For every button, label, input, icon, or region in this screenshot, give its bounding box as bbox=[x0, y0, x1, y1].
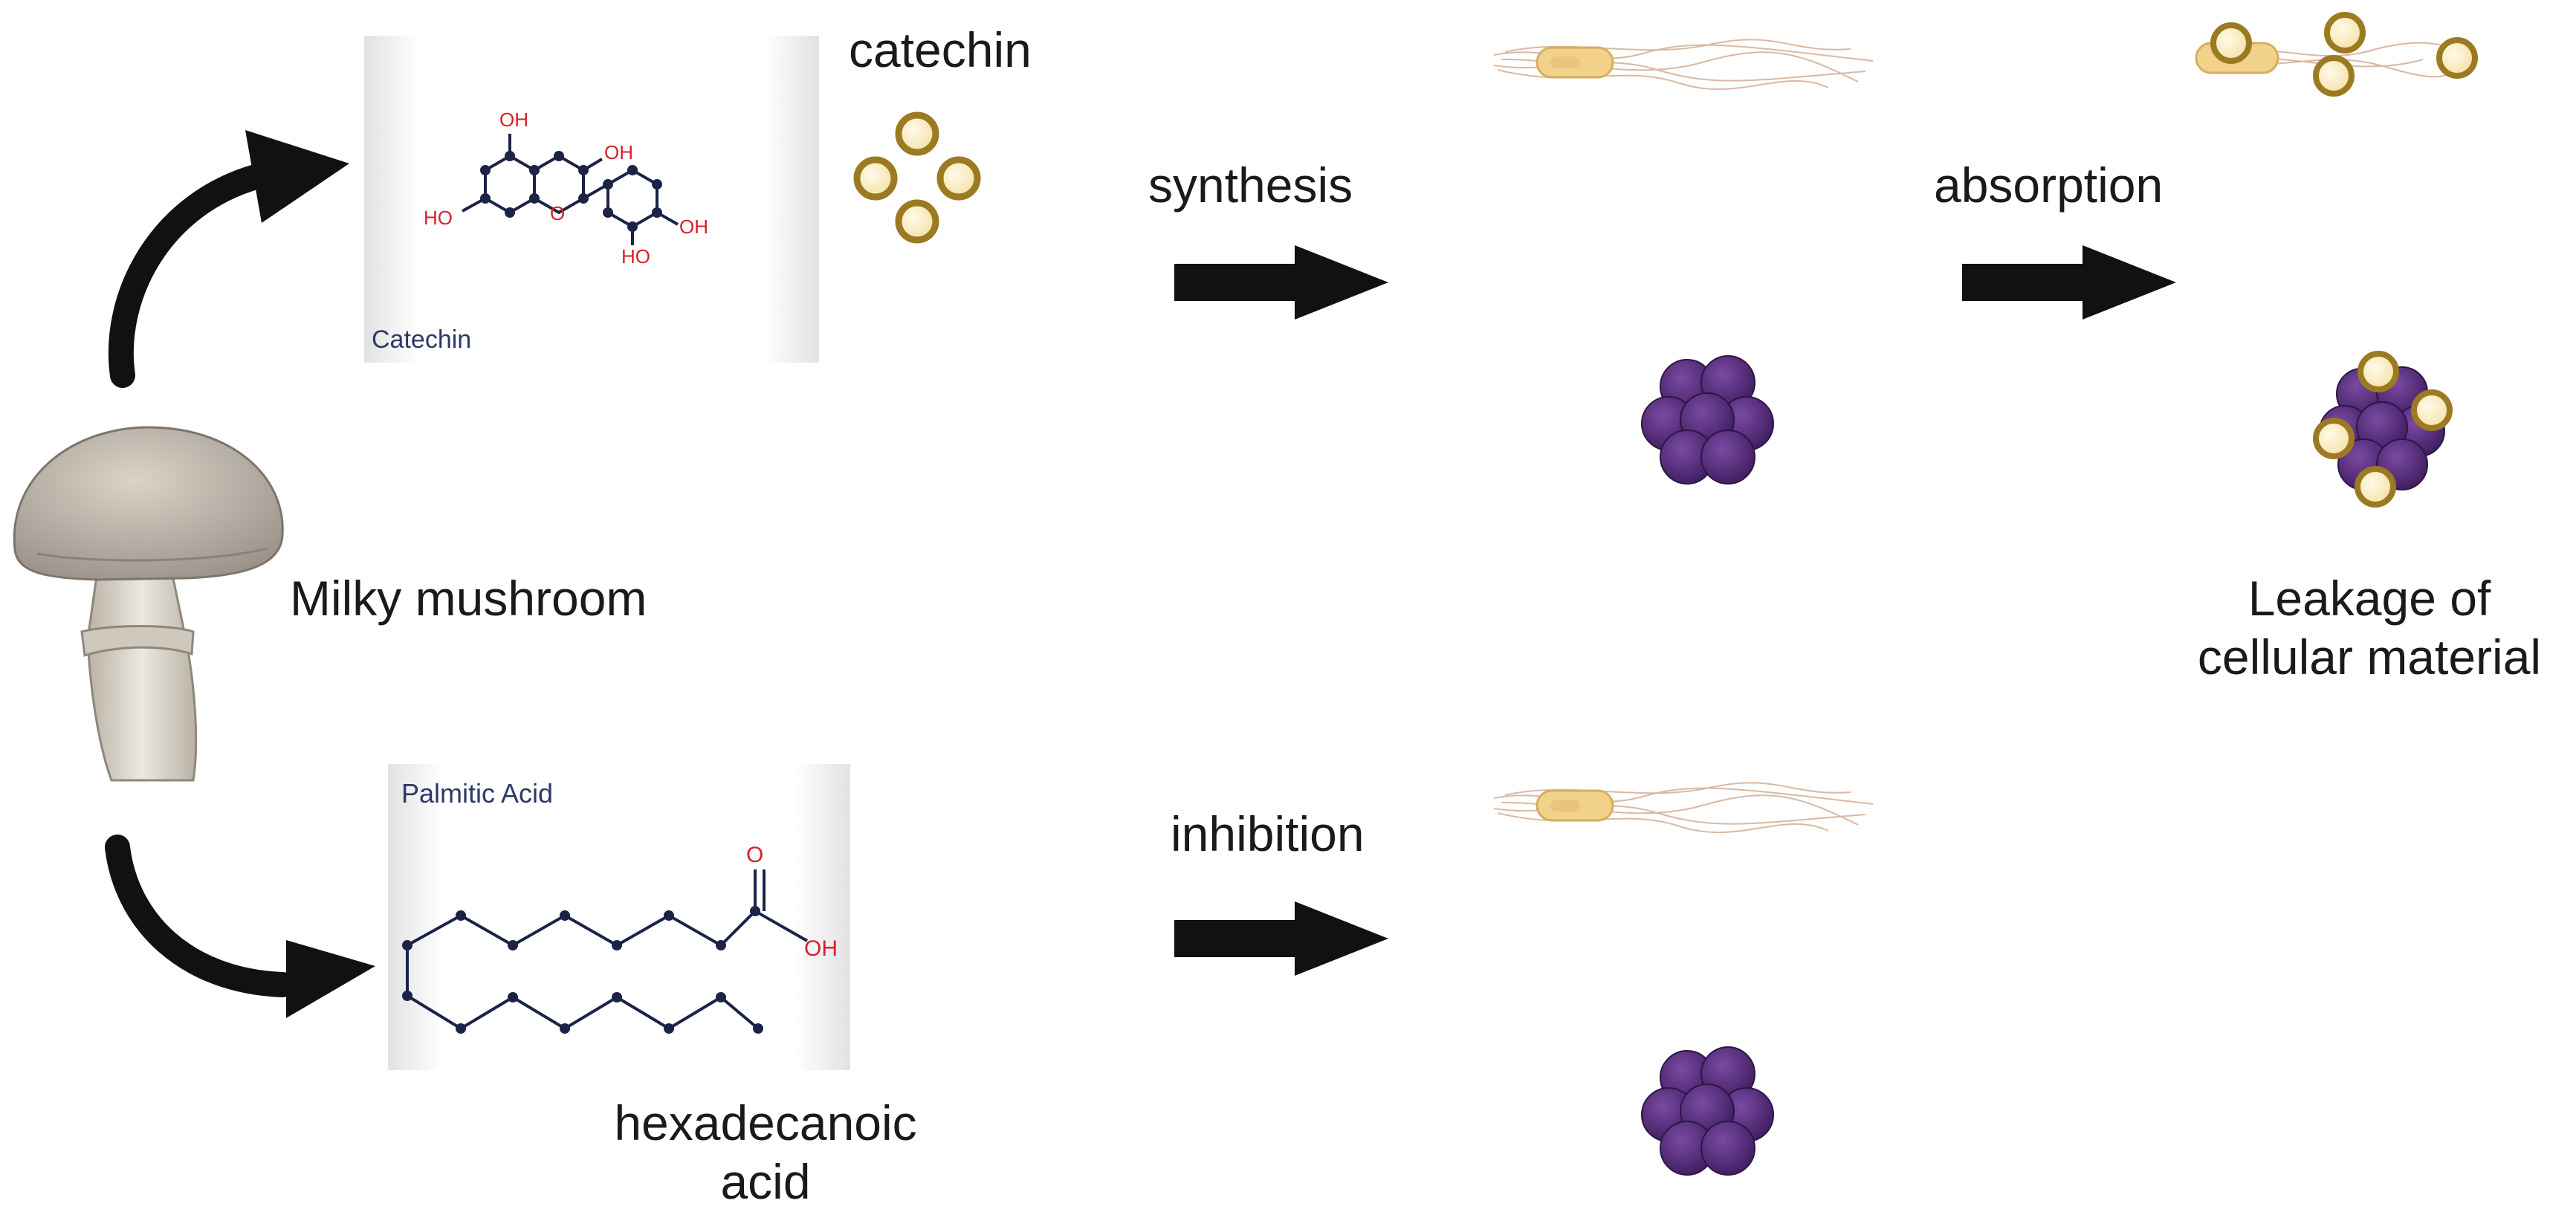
catechin-atom-oh-ring: OH bbox=[679, 216, 708, 238]
leakage-line2: cellular material bbox=[2197, 629, 2542, 685]
catechin-particle-icon bbox=[2313, 418, 2355, 459]
curved-arrow-up bbox=[108, 130, 349, 388]
mushroom-label: Milky mushroom bbox=[290, 571, 647, 626]
catechin-particle-icon bbox=[895, 111, 939, 156]
mushroom-icon bbox=[13, 426, 284, 782]
hexadecanoic-line2: acid bbox=[720, 1154, 811, 1210]
inhibition-label: inhibition bbox=[1171, 806, 1365, 861]
curved-arrow-down bbox=[105, 835, 375, 1018]
leakage-label: Leakage of cellular material bbox=[2176, 569, 2563, 687]
hexadecanoic-acid-label: hexadecanoic acid bbox=[572, 1094, 959, 1211]
catechin-particle-group bbox=[853, 111, 981, 244]
catechin-atom-o: O bbox=[550, 202, 565, 224]
catechin-structure-name: Catechin bbox=[372, 325, 471, 354]
catechin-particle-icon bbox=[2436, 37, 2478, 79]
attached-catechin-particles bbox=[2210, 12, 2478, 97]
catechin-particle-icon bbox=[936, 156, 981, 201]
attached-catechin-particles bbox=[2313, 351, 2453, 508]
absorption-arrow bbox=[1962, 245, 2176, 320]
hexadecanoic-line1: hexadecanoic bbox=[614, 1095, 917, 1150]
catechin-particle-icon bbox=[2355, 466, 2396, 508]
leakage-line1: Leakage of bbox=[2247, 571, 2491, 626]
cocci-cluster-icon bbox=[1641, 355, 1774, 485]
catechin-label: catechin bbox=[849, 22, 1032, 77]
catechin-particle-icon bbox=[2210, 22, 2252, 64]
catechin-particle-icon bbox=[853, 156, 898, 201]
catechin-atom-ho-left: HO bbox=[424, 207, 453, 229]
synthesis-label: synthesis bbox=[1148, 158, 1353, 213]
catechin-particle-icon bbox=[2324, 12, 2366, 54]
rod-bacterium-icon bbox=[1493, 782, 1874, 833]
absorption-label: absorption bbox=[1934, 158, 2164, 213]
rod-bacterium-icon bbox=[1493, 39, 1874, 90]
catechin-particle-icon bbox=[2313, 55, 2355, 97]
catechin-particle-icon bbox=[895, 199, 939, 244]
palmitic-atom-o: O bbox=[746, 843, 763, 867]
catechin-particle-icon bbox=[2411, 389, 2453, 431]
palmitic-atom-oh: OH bbox=[804, 936, 838, 961]
palmitic-structure-name: Palmitic Acid bbox=[401, 778, 553, 809]
catechin-atom-oh-right: OH bbox=[604, 141, 633, 163]
palmitic-structure-card: O OH Palmitic Acid bbox=[388, 764, 850, 1070]
catechin-particle-icon bbox=[2357, 351, 2399, 392]
catechin-atom-ho-bottom: HO bbox=[621, 245, 650, 268]
inhibition-arrow bbox=[1174, 901, 1388, 976]
synthesis-arrow bbox=[1174, 245, 1388, 320]
catechin-atom-oh-top: OH bbox=[499, 108, 528, 131]
cocci-cluster-icon bbox=[1641, 1046, 1774, 1176]
catechin-structure-card: OH OH O HO OH HO Catechin bbox=[364, 36, 819, 363]
